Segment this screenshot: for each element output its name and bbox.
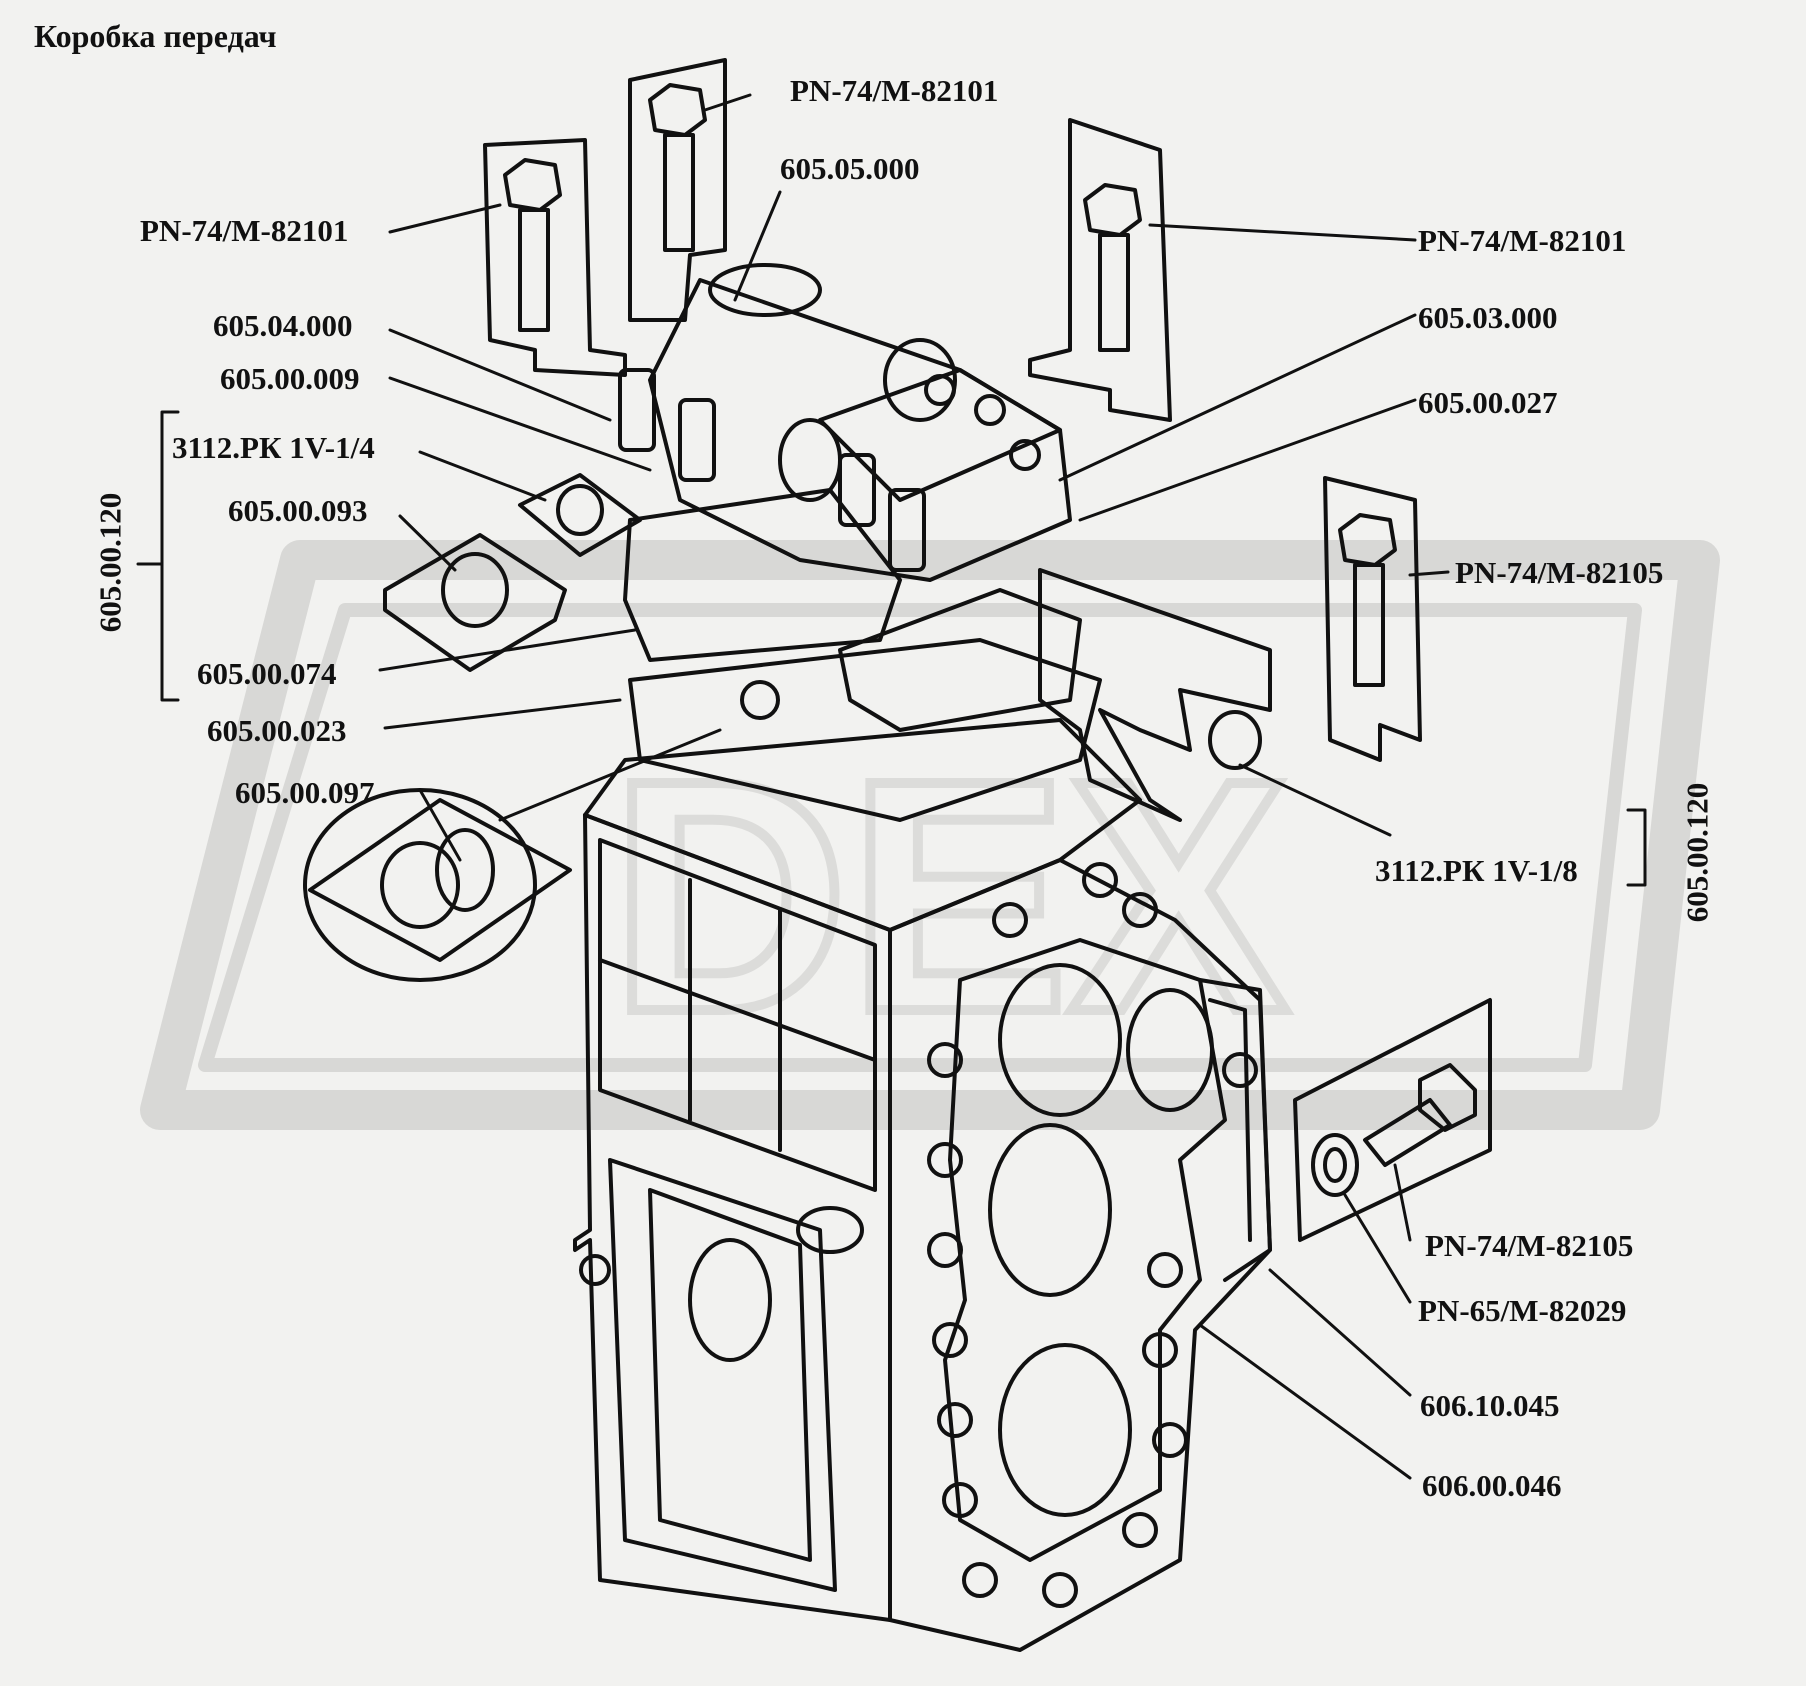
- label-605-00-009: 605.00.009: [220, 361, 360, 396]
- bolt-right-top: [1028, 118, 1172, 422]
- housing-top: [583, 718, 1142, 932]
- page-title: Коробка передач: [34, 18, 277, 54]
- label-606-10-045: 606.10.045: [1420, 1388, 1560, 1423]
- plug-1-4-panel: [518, 473, 642, 557]
- label-plug-1-4: 3112.РК 1V-1/4: [172, 430, 375, 465]
- label-605-00-023: 605.00.023: [207, 713, 347, 748]
- label-bolt-top-center: PN-74/M-82101: [790, 73, 999, 108]
- label-605-00-027: 605.00.027: [1418, 385, 1558, 420]
- label-605-00-097: 605.00.097: [235, 775, 375, 810]
- gasket-top: [628, 638, 1102, 822]
- housing-front: [573, 813, 892, 1622]
- label-bolt-mid-right: PN-74/M-82105: [1455, 555, 1664, 590]
- label-605-04-000: 605.04.000: [213, 308, 353, 343]
- label-washer: PN-65/M-82029: [1418, 1293, 1627, 1328]
- leader-lines: [378, 93, 1450, 1480]
- label-group-left: 605.00.120: [92, 492, 128, 633]
- bolt-left-top: [483, 138, 627, 377]
- svg-text:DEX: DEX: [610, 711, 1290, 1080]
- watermark: DEX: [140, 540, 1720, 1130]
- plug-1-8-panel: [1038, 568, 1272, 822]
- plug-093-panel: [383, 533, 567, 672]
- label-bolt-bottom-right: PN-74/M-82105: [1425, 1228, 1634, 1263]
- bolt-mid-right: [1323, 476, 1422, 762]
- plug-097: [303, 788, 572, 982]
- bolt-bottom-right: [1293, 998, 1492, 1242]
- label-bolt-right: PN-74/M-82101: [1418, 223, 1627, 258]
- side-bolts: [927, 862, 1258, 1608]
- label-plug-1-8: 3112.РК 1V-1/8: [1375, 853, 1578, 888]
- label-605-05-000: 605.05.000: [780, 151, 920, 186]
- bolt-center-top: [628, 58, 727, 322]
- group-bracket-left: [160, 410, 180, 702]
- label-605-03-000: 605.03.000: [1418, 300, 1558, 335]
- label-605-00-074: 605.00.074: [197, 656, 337, 691]
- group-bracket-right: [1626, 808, 1647, 887]
- top-plate-right: [838, 588, 1082, 732]
- label-605-00-093: 605.00.093: [228, 493, 368, 528]
- label-bolt-left: PN-74/M-82101: [140, 213, 349, 248]
- label-606-00-046: 606.00.046: [1422, 1468, 1562, 1503]
- label-group-right: 605.00.120: [1679, 782, 1715, 923]
